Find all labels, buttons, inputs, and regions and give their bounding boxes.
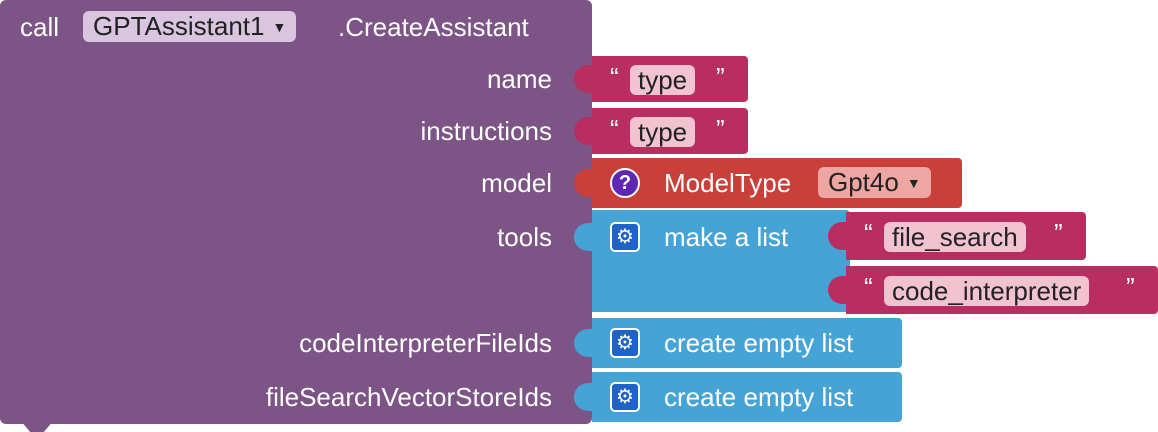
- gear-icon[interactable]: ⚙: [610, 328, 640, 358]
- gear-icon[interactable]: ⚙: [610, 382, 640, 412]
- model-value: Gpt4o: [828, 167, 899, 197]
- param-file-search-vector-store-ids: fileSearchVectorStoreIds: [265, 382, 552, 412]
- file-search-text-field[interactable]: file_search: [884, 222, 1026, 252]
- file-search-text-block[interactable]: “ file_search ”: [828, 212, 1086, 260]
- vector-ids-empty-list-block[interactable]: ⚙ create empty list: [574, 372, 902, 422]
- input-connector: [574, 223, 592, 251]
- create-empty-list-label: create empty list: [664, 328, 854, 358]
- input-connector: [574, 65, 592, 93]
- component-dropdown[interactable]: GPTAssistant1 ▼: [83, 11, 297, 42]
- create-assistant-call-block[interactable]: call GPTAssistant1 ▼ .CreateAssistant nam…: [0, 0, 592, 424]
- make-a-list-block[interactable]: ⚙ make a list: [574, 210, 850, 312]
- model-type-label: ModelType: [664, 168, 792, 198]
- close-quote: ”: [1054, 218, 1063, 248]
- model-type-block[interactable]: ? ModelType Gpt4o ▼: [574, 158, 962, 208]
- dropdown-arrow-icon: ▼: [906, 175, 921, 191]
- create-empty-list-label: create empty list: [664, 382, 854, 412]
- instructions-text-field[interactable]: type: [630, 117, 696, 147]
- input-connector: [574, 383, 592, 411]
- block-next-connector: [20, 420, 54, 432]
- param-tools: tools: [497, 222, 552, 252]
- method-name: .CreateAssistant: [338, 12, 529, 42]
- open-quote: “: [610, 114, 619, 144]
- param-model: model: [481, 168, 552, 198]
- model-dropdown[interactable]: Gpt4o ▼: [818, 167, 931, 198]
- input-connector: [828, 222, 846, 250]
- input-connector: [574, 117, 592, 145]
- input-connector: [574, 329, 592, 357]
- open-quote: “: [864, 218, 873, 248]
- code-interpreter-text-block[interactable]: “ code_interpreter ”: [828, 266, 1158, 314]
- make-a-list-label: make a list: [664, 222, 789, 252]
- instructions-text-block[interactable]: “ type ”: [574, 108, 748, 154]
- input-connector: [574, 169, 592, 197]
- call-label: call: [20, 12, 60, 42]
- param-code-interpreter-file-ids: codeInterpreterFileIds: [299, 328, 552, 358]
- close-quote: ”: [716, 62, 725, 92]
- open-quote: “: [610, 62, 619, 92]
- component-name: GPTAssistant1: [93, 11, 265, 41]
- dropdown-arrow-icon: ▼: [272, 19, 287, 35]
- open-quote: “: [864, 272, 873, 302]
- close-quote: ”: [716, 114, 725, 144]
- input-connector: [828, 276, 846, 304]
- param-instructions: instructions: [420, 116, 553, 146]
- code-ids-empty-list-block[interactable]: ⚙ create empty list: [574, 318, 902, 368]
- close-quote: ”: [1126, 272, 1135, 302]
- name-text-block[interactable]: “ type ”: [574, 56, 748, 102]
- code-interpreter-text-field[interactable]: code_interpreter: [884, 276, 1090, 306]
- gear-icon[interactable]: ⚙: [610, 222, 640, 252]
- help-icon[interactable]: ?: [610, 168, 640, 198]
- param-name: name: [486, 64, 552, 94]
- name-text-field[interactable]: type: [630, 65, 696, 95]
